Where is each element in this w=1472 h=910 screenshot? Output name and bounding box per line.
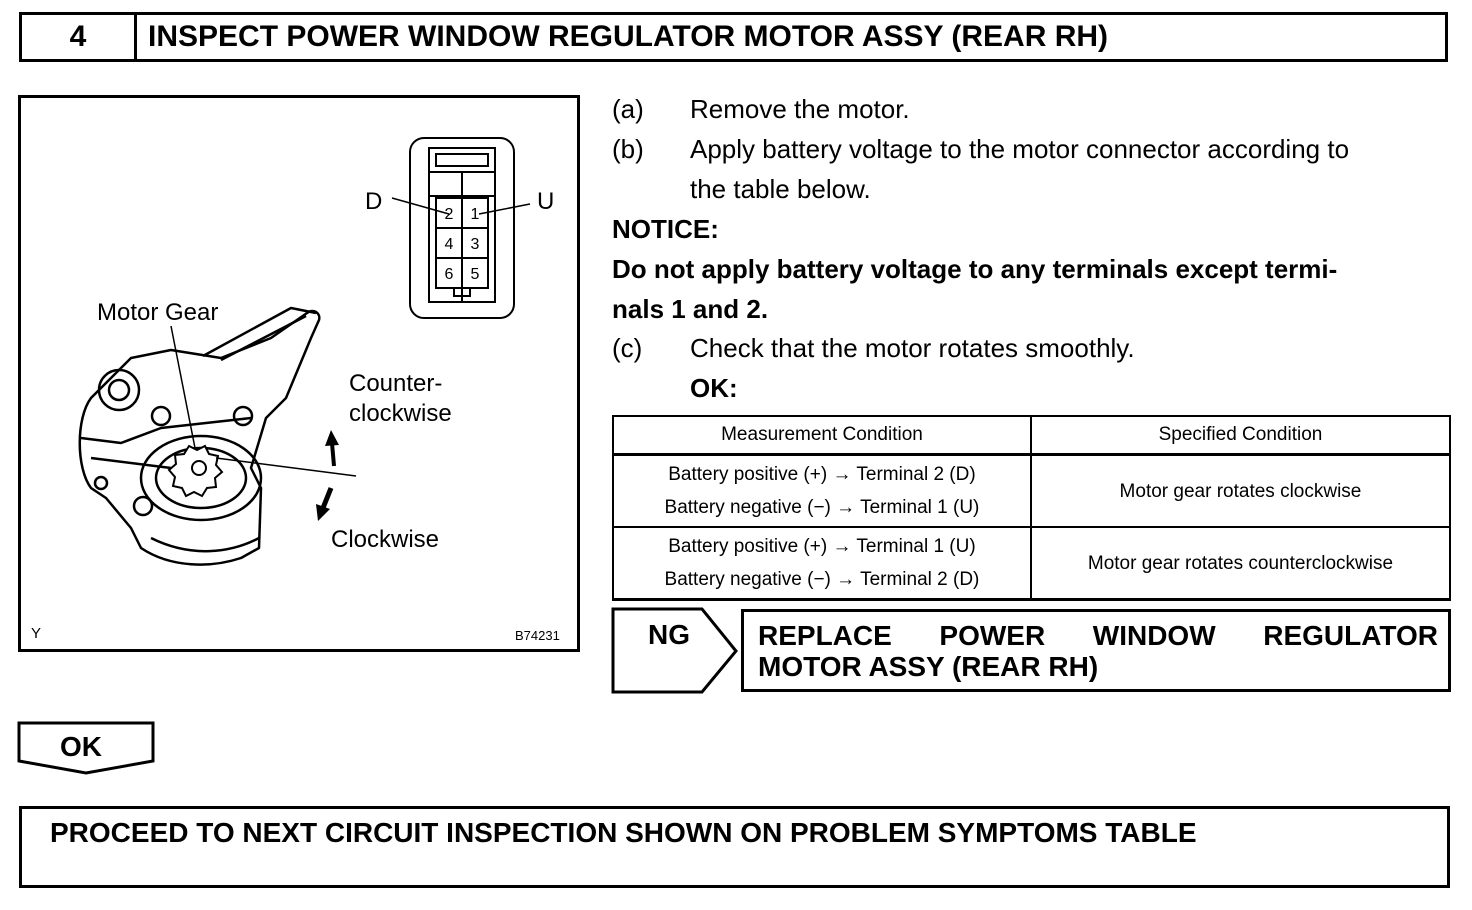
step-b-text-1: Apply battery voltage to the motor conne… (690, 134, 1350, 164)
step-b-text-2: the table below. (690, 174, 871, 204)
ok-arrow-icon (17, 721, 155, 775)
step-header: 4 INSPECT POWER WINDOW REGULATOR MOTOR A… (19, 12, 1448, 62)
pin-2: 2 (445, 206, 454, 223)
step-number: 4 (22, 15, 137, 59)
condition-line: Battery negative (−) → Terminal 1 (U) (664, 497, 980, 518)
counterclockwise-arrow-icon (325, 430, 339, 446)
ng-action-word: WINDOW (1092, 620, 1216, 651)
motor-gear-label: Motor Gear (97, 299, 219, 326)
ng-action-box: REPLACE POWER WINDOW REGULATOR MOTOR ASS… (741, 609, 1451, 692)
step-a-text: Remove the motor. (690, 94, 910, 124)
notice-text-2: nals 1 and 2. (612, 294, 769, 324)
terminal-u-label: U (537, 188, 555, 215)
table-header-specified: Specified Condition (1029, 415, 1452, 456)
ng-arrow-icon (611, 607, 738, 694)
notice-heading: NOTICE: (612, 214, 719, 244)
ng-action-word: REGULATOR (1263, 620, 1438, 651)
ok-label: OK: (690, 373, 738, 403)
clockwise-arrow-icon (316, 504, 330, 521)
condition-line: Battery negative (−) → Terminal 2 (D) (664, 569, 980, 590)
pin-5: 5 (471, 266, 480, 283)
specified-condition-cell: Motor gear rotates clockwise (1029, 453, 1452, 528)
pin-6: 6 (445, 266, 454, 283)
specification-table: Measurement Condition Specified Conditio… (612, 415, 1452, 601)
measurement-condition-cell: Battery positive (+) → Terminal 1 (U) Ba… (612, 526, 1032, 601)
table-row: Battery positive (+) → Terminal 1 (U) Ba… (612, 526, 1452, 601)
pin-1: 1 (471, 206, 480, 223)
specified-condition-cell: Motor gear rotates counterclockwise (1029, 526, 1452, 601)
counterclockwise-label-1: Counter- (349, 370, 443, 397)
ng-action-word: REPLACE (758, 620, 892, 651)
step-b-marker: (b) (612, 134, 644, 164)
step-a-marker: (a) (612, 94, 644, 124)
ng-action-line-2: MOTOR ASSY (REAR RH) (758, 651, 1099, 682)
step-c-text: Check that the motor rotates smoothly. (690, 333, 1135, 363)
figure-id: B74231 (515, 628, 560, 643)
connector-diagram (409, 137, 515, 319)
measurement-condition-cell: Battery positive (+) → Terminal 2 (D) Ba… (612, 453, 1032, 528)
clockwise-label: Clockwise (331, 526, 440, 553)
notice-text-1: Do not apply battery voltage to any term… (612, 254, 1338, 284)
motor-drawing: 2 1 4 3 6 5 (78, 137, 531, 566)
table-row: Battery positive (+) → Terminal 2 (D) Ba… (612, 453, 1452, 528)
pin-4: 4 (445, 236, 454, 253)
proceed-text: PROCEED TO NEXT CIRCUIT INSPECTION SHOWN… (50, 817, 1197, 848)
condition-line: Battery positive (+) → Terminal 2 (D) (668, 464, 976, 485)
proceed-box: PROCEED TO NEXT CIRCUIT INSPECTION SHOWN… (19, 806, 1450, 888)
ok-result-label: OK (60, 731, 102, 762)
motor-illustration: 2 1 4 3 6 5 (18, 95, 580, 652)
gear-shape (167, 444, 224, 498)
table-header-measurement: Measurement Condition (612, 415, 1032, 456)
step-c-marker: (c) (612, 333, 643, 363)
step-title: INSPECT POWER WINDOW REGULATOR MOTOR ASS… (148, 20, 1109, 53)
table-header-row: Measurement Condition Specified Conditio… (612, 415, 1452, 456)
ng-label: NG (648, 619, 690, 650)
pin-3: 3 (471, 236, 480, 253)
ng-action-word: POWER (939, 620, 1046, 651)
motor-body (78, 306, 321, 566)
ng-action-line-1: REPLACE POWER WINDOW REGULATOR (758, 620, 1438, 652)
corner-code: Y (31, 625, 42, 642)
condition-line: Battery positive (+) → Terminal 1 (U) (668, 536, 976, 557)
terminal-d-label: D (365, 188, 383, 215)
counterclockwise-label-2: clockwise (349, 400, 452, 427)
